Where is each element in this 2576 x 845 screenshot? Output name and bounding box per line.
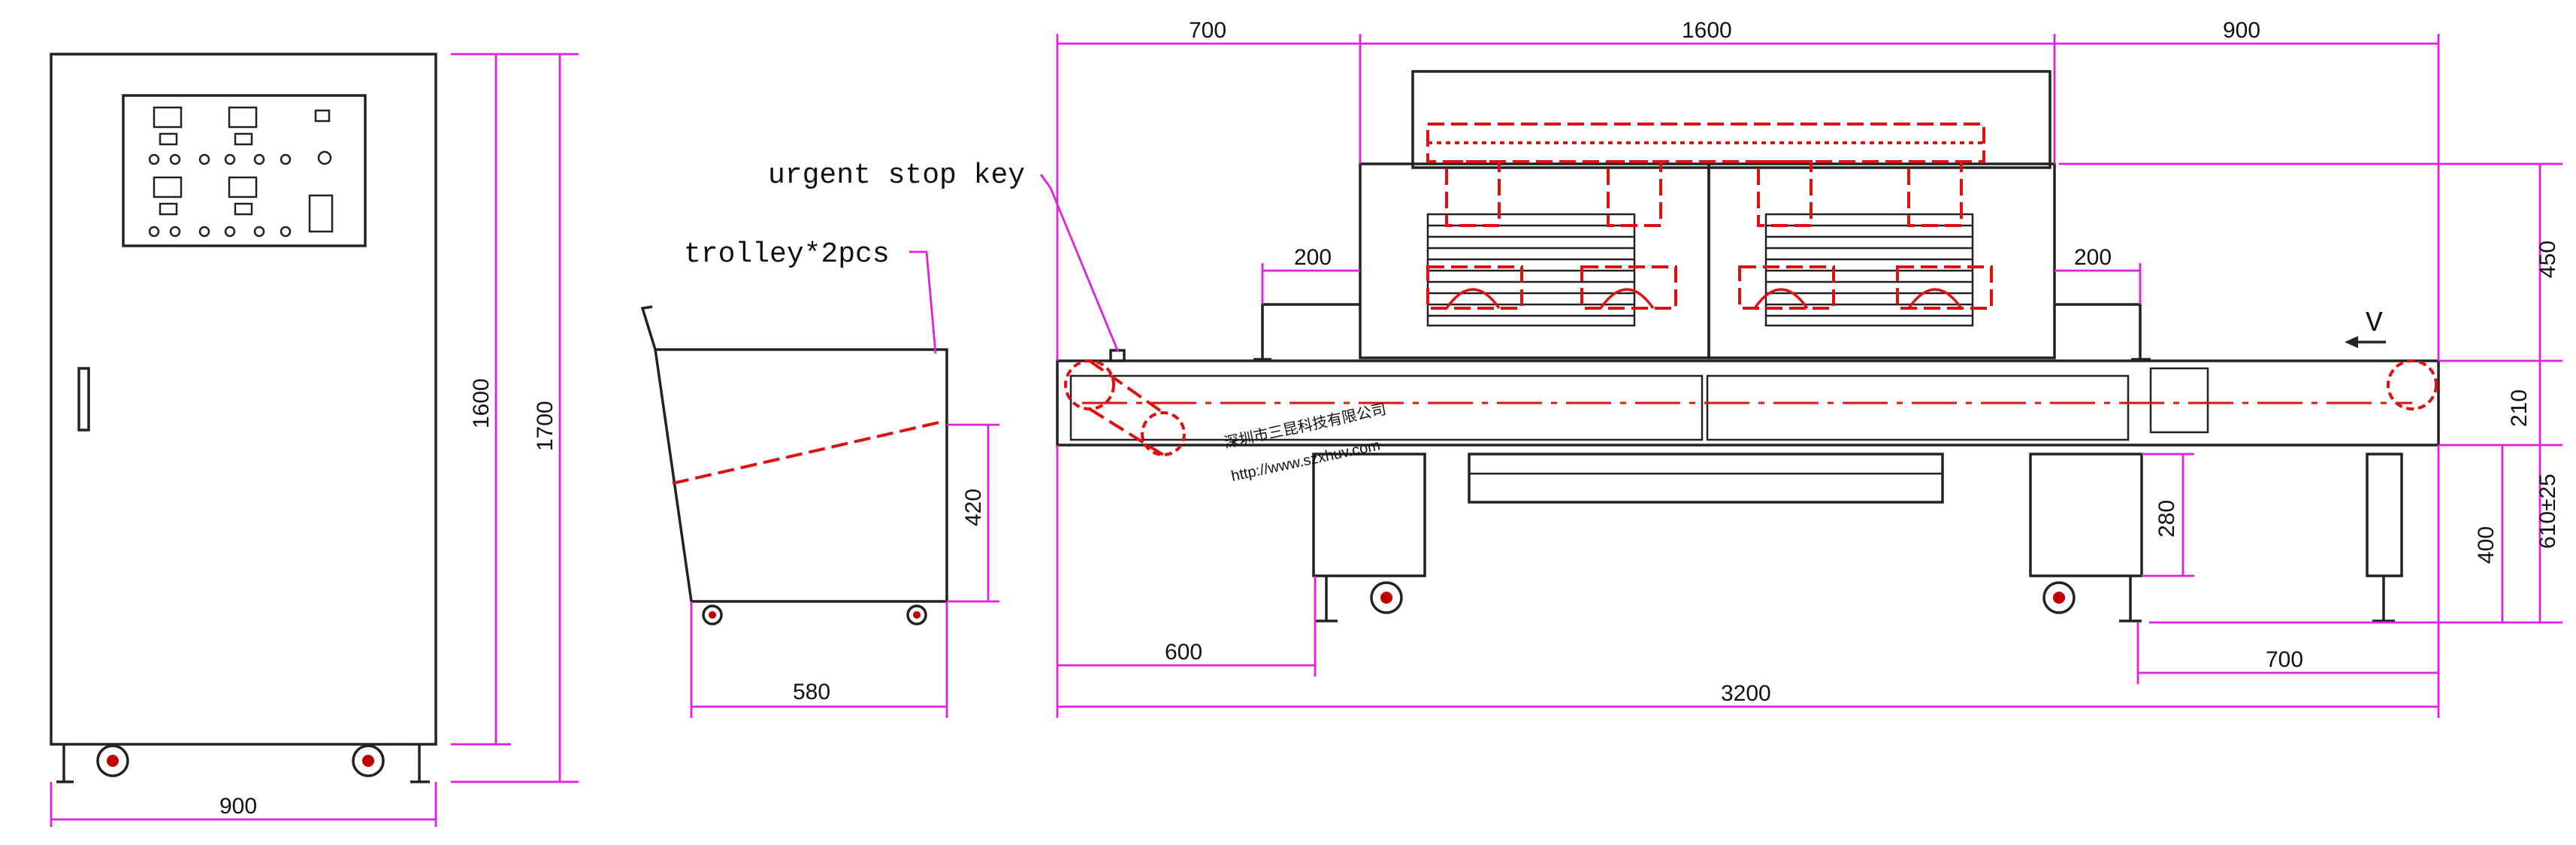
uv-machine: V urgent stop key: [768, 18, 2562, 718]
dim-bottom-700: 700: [2266, 647, 2303, 672]
trolley: 580 420 trolley*2pcs: [640, 238, 999, 718]
drive-gear: [1141, 411, 1186, 456]
drive-roller-left: [1064, 359, 1115, 410]
dim-top-left: 700: [1189, 18, 1226, 43]
dim-inner-280: 280: [2154, 500, 2179, 538]
cabinet-body: [50, 53, 437, 746]
reflector-grill-right: [1764, 213, 1974, 327]
roller-right: [2387, 359, 2438, 410]
urgent-stop-label: urgent stop key: [768, 159, 1025, 192]
dim-trolley-height: 420: [961, 489, 986, 526]
dim-shelf-left: 200: [1294, 245, 1332, 270]
urgent-stop-leader: [1039, 174, 1120, 353]
entry-shelf: [1261, 303, 1360, 361]
trolley-hidden-line: [672, 419, 946, 485]
dim-right-610: 610±25: [2535, 474, 2560, 549]
dim-bottom-600: 600: [1165, 640, 1202, 665]
dim-right-210: 210: [2507, 389, 2532, 427]
leg-cabinet-left: [1312, 453, 1426, 577]
dim-cabinet-height-inner: 1600: [469, 378, 494, 429]
dim-right-450: 450: [2535, 241, 2560, 278]
direction-label: V: [2366, 307, 2383, 340]
dim-shelf-right: 200: [2074, 245, 2112, 270]
exit-shelf: [2054, 303, 2142, 361]
cabinet-handle: [77, 367, 90, 432]
trolley-leader: [909, 250, 937, 354]
lamp-chamber-right: [1707, 162, 2056, 359]
trolley-body: [653, 348, 948, 603]
trolley-label: trolley*2pcs: [684, 238, 890, 271]
dim-overall-3200: 3200: [1721, 681, 1771, 706]
dim-top-middle: 1600: [1682, 18, 1732, 43]
leg-cabinet-right: [2029, 453, 2143, 577]
lamp-housing: [1411, 70, 2051, 169]
cabinet-casters: [56, 744, 430, 783]
lamp-chamber-left: [1359, 162, 1710, 359]
exit-panel: [2149, 367, 2209, 434]
trolley-handle: [640, 305, 657, 350]
leg-right: [2366, 453, 2403, 577]
dim-top-right: 900: [2223, 18, 2260, 43]
under-tray: [1468, 453, 1944, 504]
conveyor-panel-right: [1706, 374, 2130, 441]
cabinet-dimensions: [50, 53, 579, 827]
panel-meters: [148, 106, 334, 238]
machine-dimensions: [1056, 34, 2562, 718]
reflector-grill-left: [1426, 213, 1636, 327]
hidden-lamp-parts: [1426, 123, 1993, 310]
dim-right-400: 400: [2474, 526, 2499, 564]
dim-trolley-width: 580: [793, 680, 830, 704]
dim-cabinet-height-total: 1700: [533, 401, 558, 451]
watermark: 深圳市三昆科技有限公司 http://www.szxhuv.com: [1223, 401, 1388, 485]
dim-cabinet-width: 900: [219, 794, 257, 819]
control-panel: [122, 94, 367, 247]
conveyor-panel-left: [1069, 374, 1704, 441]
control-cabinet: 900 1600 1700: [50, 53, 579, 827]
conveyor-frame: [1056, 359, 2440, 447]
